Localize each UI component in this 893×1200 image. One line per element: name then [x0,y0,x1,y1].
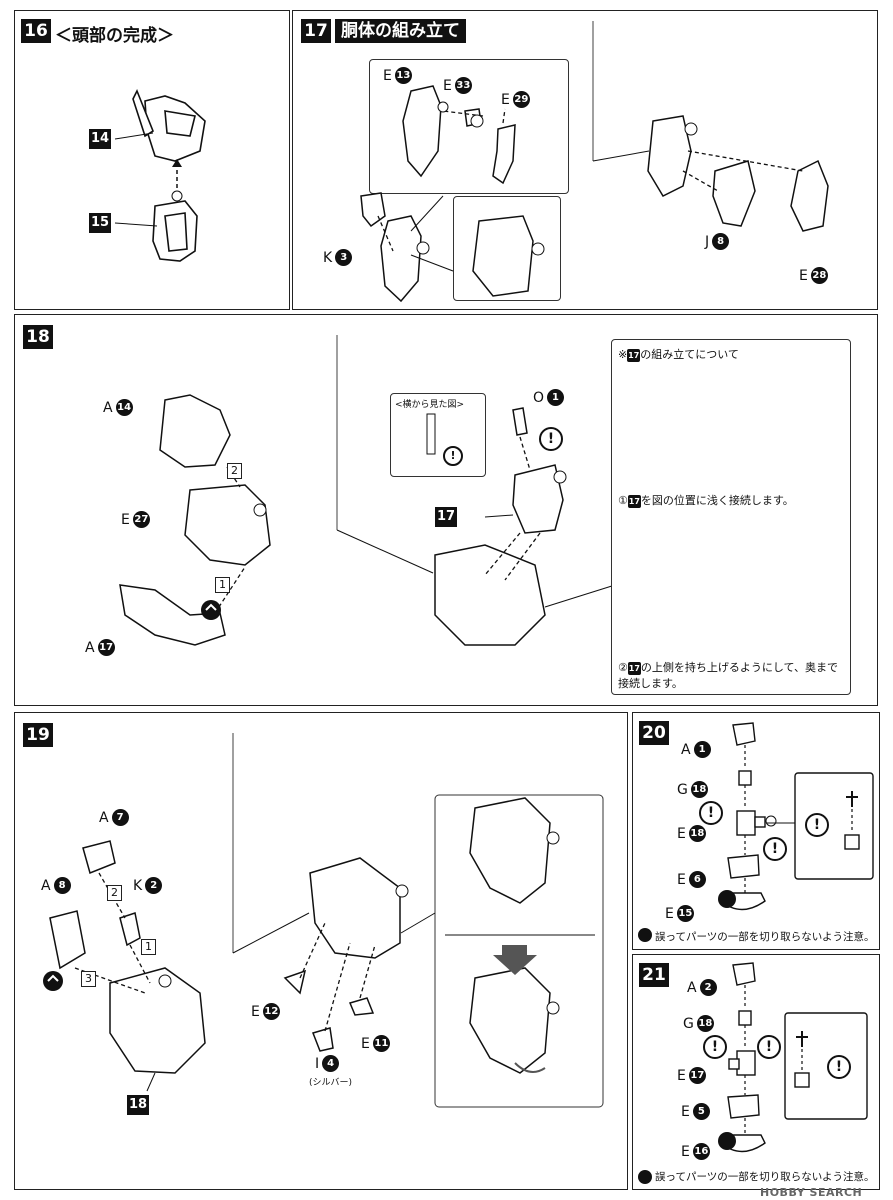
caution-icon: ! [539,427,563,451]
ref-part-18: 18 [127,1095,149,1115]
caution-icon: ! [763,837,787,861]
note-mark: ※ [618,348,628,361]
step-number: 21 [639,963,669,987]
order-step-2: 2 [107,885,122,901]
note-2: ②17の上側を持ち上げるようにして、奥まで接続します。 [618,660,846,692]
joint-illustration-20 [638,722,874,942]
order-step-3: 3 [81,971,96,987]
head-illustration [114,89,206,262]
note-ref-17: 17 [627,495,641,508]
caution-icon: ! [757,1035,781,1059]
torso-detail-illustration [43,733,604,1108]
note-header: ※17の組み立てについて [618,346,739,362]
caution-icon: ! [699,801,723,825]
side-view-caption: <横から見た図> [395,400,465,410]
note-1-prefix: ① [618,494,628,507]
step-title: ＜頭部の完成＞ [55,26,174,46]
step-title: 胴体の組み立て [335,19,466,43]
side-view-box: <横から見た図> ! [390,393,486,477]
order-step-1: 1 [215,577,230,593]
step-number: 20 [639,721,669,745]
caution-icon: ! [805,813,829,837]
order-step-2: 2 [227,463,242,479]
note-header-text: の組み立てについて [640,348,739,361]
ref-part-15: 15 [89,213,111,233]
note-ref-17: 17 [627,662,641,675]
step-number: 19 [23,723,53,747]
note-1: ①17を図の位置に浅く接続します。 [618,492,794,508]
caution-icon: ! [827,1055,851,1079]
ref-part-17: 17 [435,507,457,527]
watermark: HOBBY SEARCH [760,1186,863,1199]
note-ref-17: 17 [627,349,641,362]
caution-icon: ! [703,1035,727,1059]
caution-text: 誤ってパーツの一部を切り取らないよう注意。 [655,931,875,943]
step-number: 18 [23,325,53,349]
step-number: 17 [301,19,331,43]
side-view-sketch [426,413,436,455]
step-number: 16 [21,19,51,43]
ref-part-14: 14 [89,129,111,149]
note-2-prefix: ② [618,661,628,674]
torso-illustration [360,21,829,303]
assembly-note-box: ※17の組み立てについて ①17を図の位置に浅く接続します。 ②17の上側を持ち… [611,339,851,695]
caution-text: 誤ってパーツの一部を切り取らないよう注意。 [655,1171,875,1183]
step-16-panel: 16 ＜頭部の完成＞ 14 15 [14,10,290,310]
caution-icon: ! [443,446,463,466]
note-2-text: の上側を持ち上げるようにして、奥まで接続します。 [618,661,838,690]
note-1-text: を図の位置に浅く接続します。 [640,494,794,507]
order-step-1: 1 [141,939,156,955]
silver-note: (シルバー) [309,1078,353,1088]
joint-illustration-21 [638,962,868,1184]
